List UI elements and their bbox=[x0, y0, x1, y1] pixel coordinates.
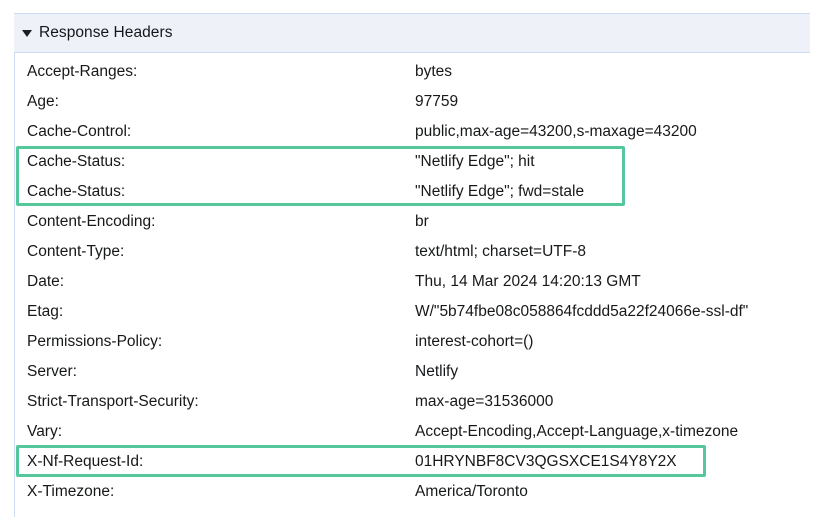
header-name: Cache-Status: bbox=[27, 154, 126, 170]
header-name: Content-Encoding: bbox=[27, 214, 156, 230]
header-value: 97759 bbox=[415, 94, 459, 110]
header-name: Server: bbox=[27, 364, 77, 380]
header-name: Age: bbox=[27, 94, 59, 110]
header-value: America/Toronto bbox=[415, 484, 528, 500]
response-headers-section-header[interactable]: Response Headers bbox=[14, 13, 810, 53]
header-value: "Netlify Edge"; hit bbox=[415, 154, 535, 170]
header-value: bytes bbox=[415, 64, 453, 80]
table-row[interactable]: Cache-Control: public,max-age=43200,s-max… bbox=[15, 117, 810, 147]
triangle-down-icon[interactable] bbox=[22, 29, 32, 37]
header-value: max-age=31536000 bbox=[415, 394, 554, 410]
header-name: Vary: bbox=[27, 424, 63, 440]
header-name: X-Nf-Request-Id: bbox=[27, 454, 144, 470]
header-name: Date: bbox=[27, 274, 65, 290]
header-value: interest-cohort=() bbox=[415, 334, 534, 350]
header-value: Netlify bbox=[415, 364, 459, 380]
table-row[interactable]: Content-Encoding: br bbox=[15, 207, 810, 237]
header-value: text/html; charset=UTF-8 bbox=[415, 244, 586, 260]
table-row[interactable]: X-Nf-Request-Id: 01HRYNBF8CV3QGSXCE1S4Y8Y… bbox=[15, 447, 810, 477]
header-name: Permissions-Policy: bbox=[27, 334, 163, 350]
table-row[interactable]: Age: 97759 bbox=[15, 87, 810, 117]
header-name: Cache-Status: bbox=[27, 184, 126, 200]
header-value: br bbox=[415, 214, 429, 230]
table-row[interactable]: Content-Type: text/html; charset=UTF-8 bbox=[15, 237, 810, 267]
table-row[interactable]: X-Timezone: America/Toronto bbox=[15, 477, 810, 507]
table-row[interactable]: Accept-Ranges: bytes bbox=[15, 57, 810, 87]
table-row[interactable]: Vary: Accept-Encoding,Accept-Language,x-t… bbox=[15, 417, 810, 447]
table-row[interactable]: Permissions-Policy: interest-cohort=() bbox=[15, 327, 810, 357]
table-row[interactable]: Date: Thu, 14 Mar 2024 14:20:13 GMT bbox=[15, 267, 810, 297]
header-name: Content-Type: bbox=[27, 244, 125, 260]
header-value: public,max-age=43200,s-maxage=43200 bbox=[415, 124, 697, 140]
header-name: Cache-Control: bbox=[27, 124, 132, 140]
header-name: X-Timezone: bbox=[27, 484, 115, 500]
section-title: Response Headers bbox=[39, 24, 173, 42]
table-row[interactable]: Etag: W/"5b74fbe08c058864fcddd5a22f24066e… bbox=[15, 297, 810, 327]
header-value: W/"5b74fbe08c058864fcddd5a22f24066e-ssl-… bbox=[415, 304, 749, 320]
table-row[interactable]: Server: Netlify bbox=[15, 357, 810, 387]
panel-left-rule bbox=[14, 53, 15, 517]
header-name: Strict-Transport-Security: bbox=[27, 394, 199, 410]
header-value: Accept-Encoding,Accept-Language,x-timezo… bbox=[415, 424, 739, 440]
header-name: Accept-Ranges: bbox=[27, 64, 138, 80]
header-value: Thu, 14 Mar 2024 14:20:13 GMT bbox=[415, 274, 641, 290]
header-name: Etag: bbox=[27, 304, 64, 320]
table-row[interactable]: Strict-Transport-Security: max-age=315360… bbox=[15, 387, 810, 417]
table-row[interactable]: Cache-Status: "Netlify Edge"; hit bbox=[15, 147, 810, 177]
header-value: "Netlify Edge"; fwd=stale bbox=[415, 184, 585, 200]
header-value: 01HRYNBF8CV3QGSXCE1S4Y8Y2X bbox=[415, 454, 677, 470]
table-row[interactable]: Cache-Status: "Netlify Edge"; fwd=stale bbox=[15, 177, 810, 207]
